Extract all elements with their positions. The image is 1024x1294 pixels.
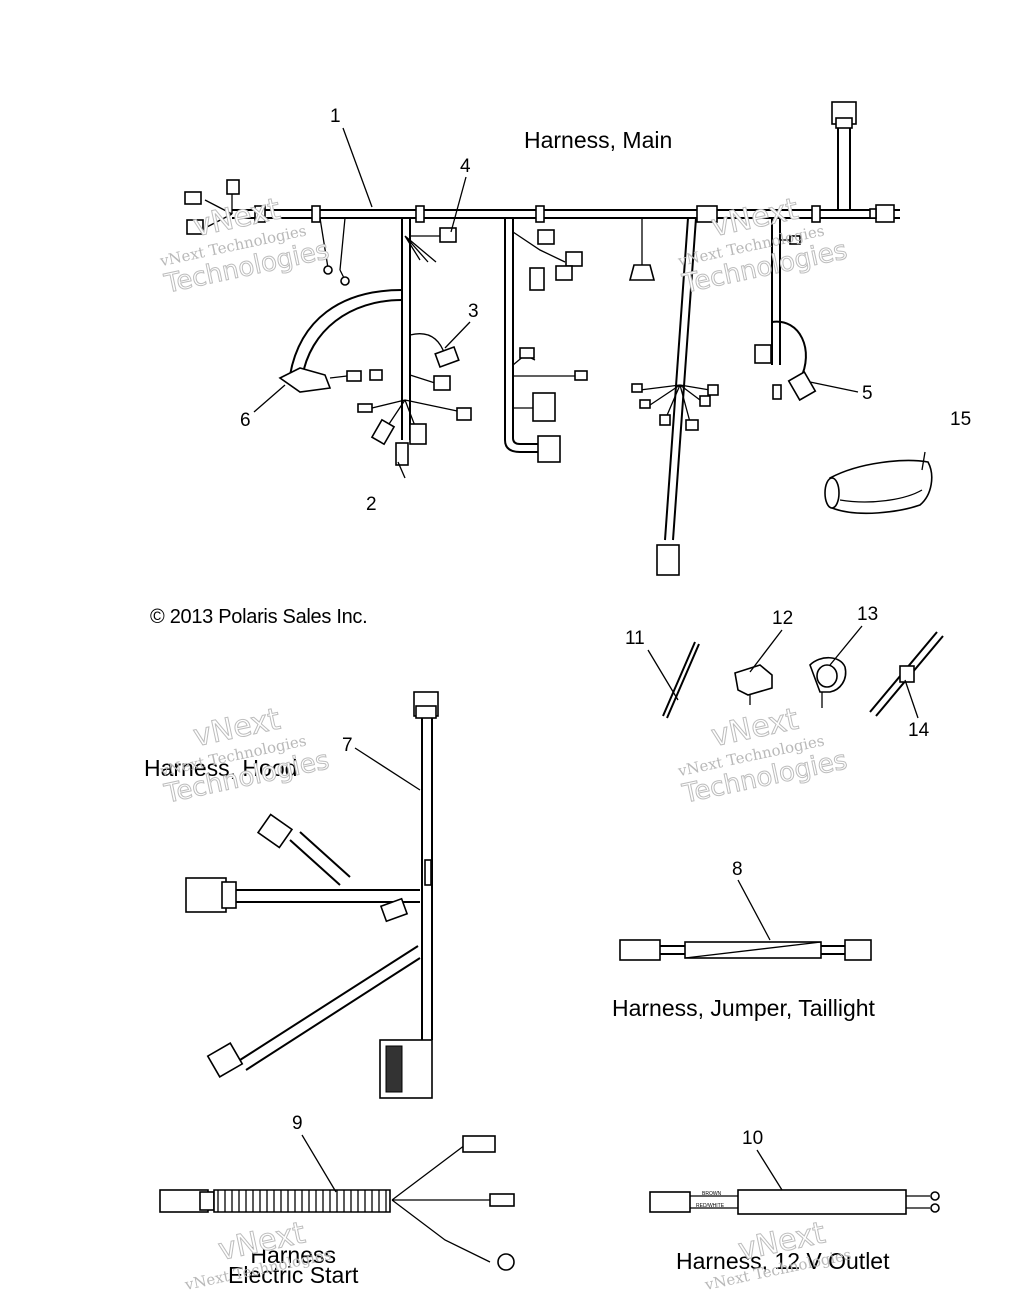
callout-9: 9: [292, 1113, 303, 1134]
callout-11: 11: [625, 628, 645, 649]
callout-15: 15: [950, 409, 972, 430]
callout-14: 14: [908, 720, 930, 741]
callout-8: 8: [732, 859, 743, 880]
part-15-sleeve: [824, 459, 933, 515]
copyright: © 2013 Polaris Sales Inc.: [150, 606, 368, 628]
outlet-harness: [649, 1189, 940, 1215]
electric-start-harness: [159, 1135, 515, 1271]
callout-7: 7: [342, 735, 353, 756]
callout-12: 12: [772, 608, 794, 629]
title-outlet: Harness, 12 V Outlet: [676, 1248, 890, 1274]
callout-10: 10: [742, 1128, 764, 1149]
title-main: Harness, Main: [524, 127, 673, 153]
callout-13: 13: [857, 604, 879, 625]
callout-4: 4: [460, 156, 471, 177]
leader-lines: [253, 127, 926, 1193]
wire-label-red-white: RED/WHITE: [696, 1203, 725, 1209]
title-electric-start: Harness Electric Start: [228, 1242, 359, 1288]
title-hood: Harness, Hood: [144, 755, 298, 781]
main-harness: [184, 101, 900, 576]
callout-6: 6: [240, 410, 251, 431]
callout-3: 3: [468, 301, 479, 322]
callout-1: 1: [330, 106, 341, 127]
callout-2: 2: [366, 494, 377, 515]
jumper-harness: [619, 939, 872, 961]
title-jumper: Harness, Jumper, Taillight: [612, 995, 875, 1021]
callout-5: 5: [862, 383, 873, 404]
wire-label-brown: BROWN: [702, 1191, 722, 1197]
hood-harness: [185, 691, 439, 1099]
small-parts: [662, 631, 944, 719]
